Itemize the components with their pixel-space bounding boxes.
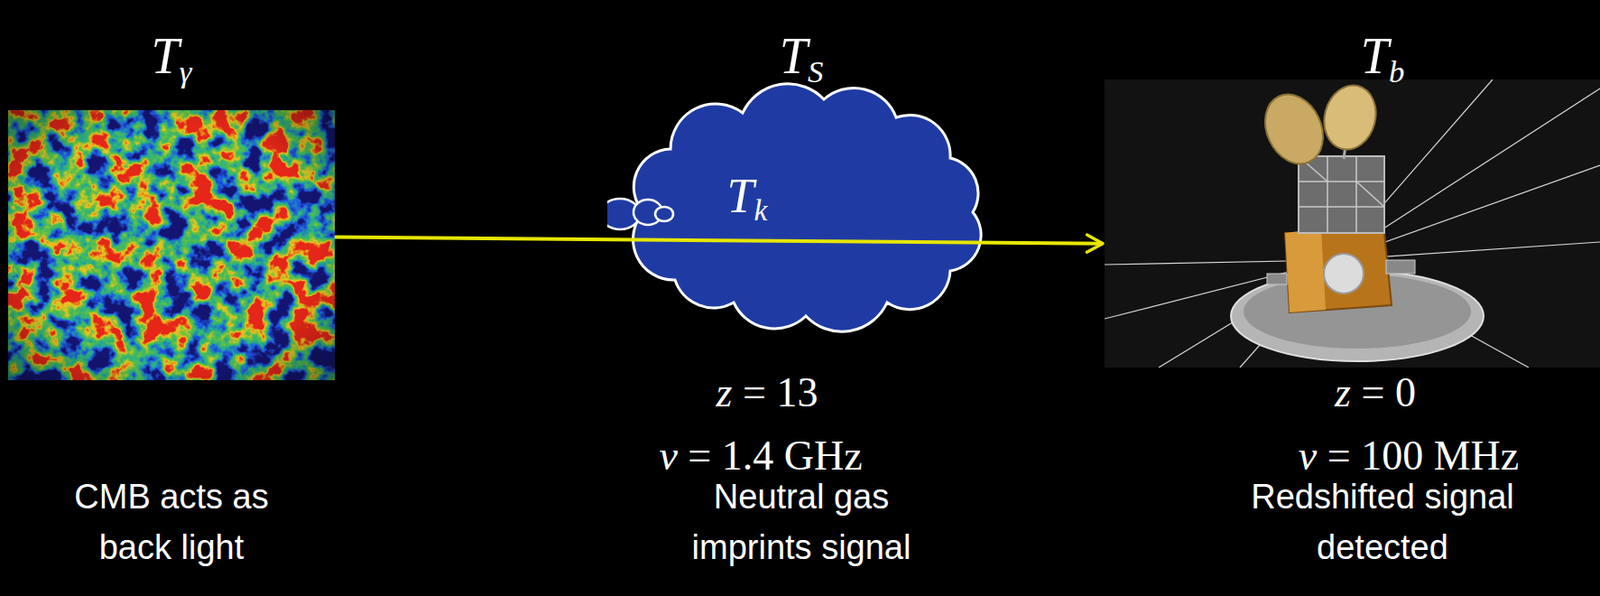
text-holder: Neutral gas imprints signal <box>670 471 933 573</box>
gas-cloud <box>607 72 996 334</box>
temperature-label: Tk <box>727 168 768 223</box>
temperature-label: Tb <box>1360 27 1406 84</box>
text-holder: TS <box>665 30 937 88</box>
math-symbol: T <box>727 168 755 223</box>
satellite-picture <box>1104 79 1600 368</box>
frequency-value: ν = 100 MHz <box>1298 432 1519 479</box>
text-holder: Tk <box>675 171 820 226</box>
math-symbol: T <box>1360 27 1389 84</box>
text-holder: ν = 100 MHz <box>1228 434 1590 477</box>
telescope-panel: Tb <box>1104 79 1600 368</box>
math-symbol: ν <box>1298 432 1317 479</box>
math-rest: = 100 MHz <box>1316 432 1519 479</box>
math-subscript: γ <box>179 54 193 90</box>
math-rest: = 0 <box>1350 369 1416 416</box>
cmb-map <box>8 110 335 380</box>
math-symbol: T <box>151 27 180 84</box>
math-symbol: z <box>1334 369 1351 416</box>
text-holder: Redshifted signal detected <box>1238 471 1527 573</box>
caption-text: CMB acts as back light <box>58 471 285 573</box>
math-rest: = 13 <box>731 369 818 416</box>
math-symbol: ν <box>658 432 677 479</box>
temperature-label: Tγ <box>151 27 193 84</box>
cmb-panel: Tγ <box>8 110 335 380</box>
redshift-value: z = 0 <box>1334 369 1416 416</box>
math-symbol: T <box>779 27 808 84</box>
math-subscript: k <box>754 193 768 227</box>
text-holder: Tγ <box>36 30 307 88</box>
caption-text: Redshifted signal detected <box>1238 471 1527 573</box>
text-holder: z = 0 <box>1194 371 1556 414</box>
math-subscript: b <box>1388 54 1405 90</box>
text-holder: CMB acts as back light <box>58 471 285 573</box>
arrow-head <box>1086 234 1103 252</box>
math-rest: = 1.4 GHz <box>677 432 863 479</box>
frequency-value: ν = 1.4 GHz <box>658 432 862 479</box>
gas-cloud-node: TSTk <box>607 72 996 334</box>
text-holder: Tb <box>1247 30 1518 88</box>
text-holder: ν = 1.4 GHz <box>571 434 951 477</box>
caption-text: Neutral gas imprints signal <box>670 471 933 573</box>
math-symbol: z <box>716 369 733 416</box>
temperature-label: TS <box>779 27 824 84</box>
redshift-value: z = 13 <box>716 369 819 416</box>
text-holder: z = 13 <box>586 371 948 414</box>
math-subscript: S <box>807 54 824 90</box>
